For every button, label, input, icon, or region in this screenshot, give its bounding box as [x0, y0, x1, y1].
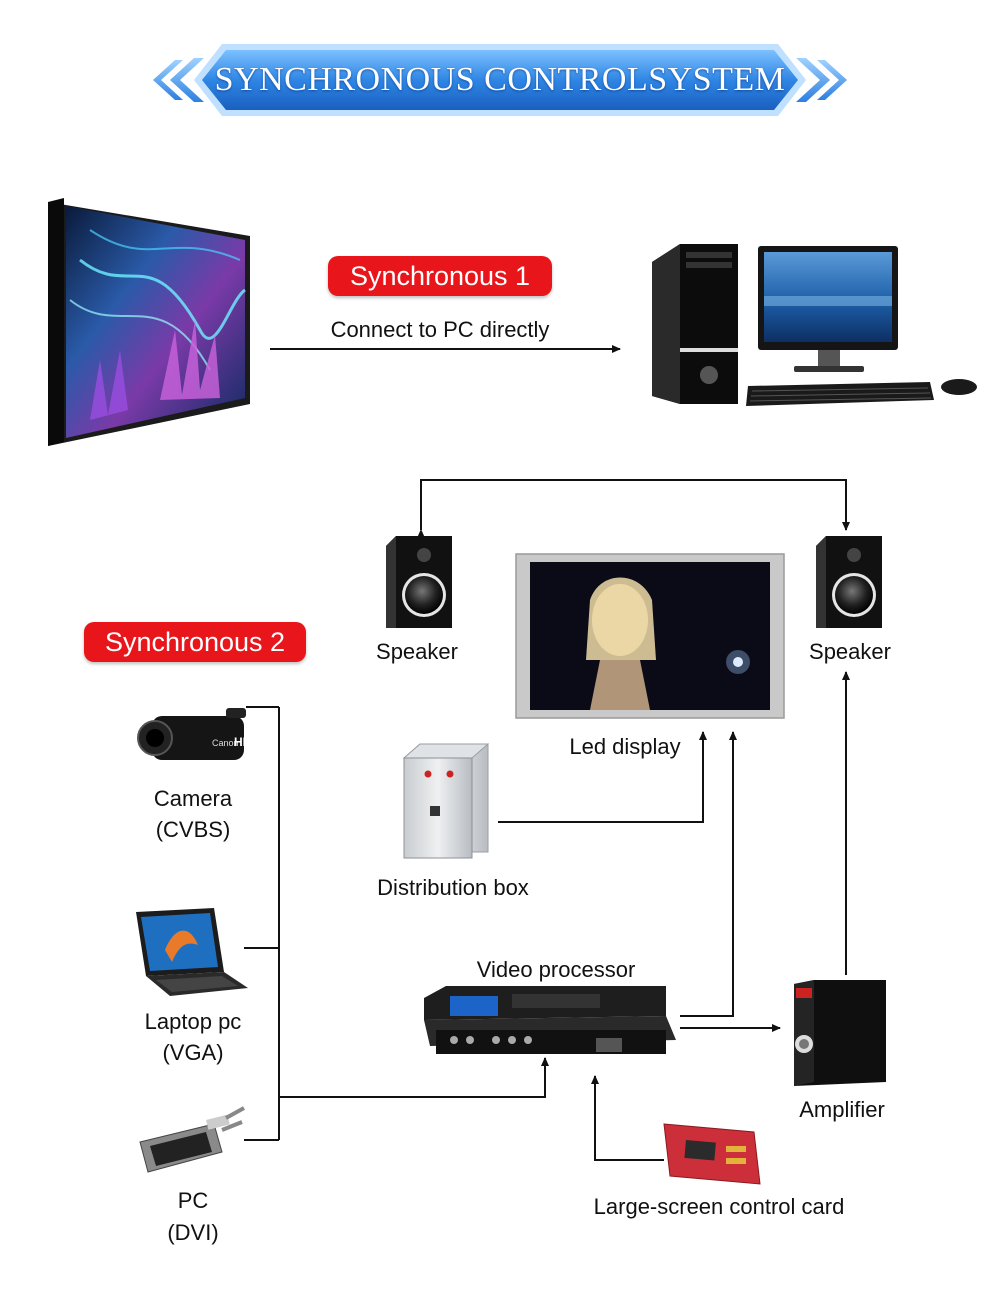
dvi-connector-device: [139, 1106, 245, 1173]
sync1-connection-label: Connect to PC directly: [330, 317, 550, 342]
banner-chevron-left-icon: [153, 60, 183, 100]
led-wall-device: [48, 198, 250, 446]
video-processor-device: [424, 986, 676, 1054]
title-banner: [153, 44, 847, 116]
box-to-display-arrow: [498, 731, 707, 823]
distribution-box-device: [402, 743, 490, 859]
speaker-right-device: [816, 536, 882, 628]
led-display-device: [515, 553, 785, 719]
speaker-feed-line: [417, 479, 850, 538]
control-card-label: Large-screen control card: [593, 1194, 845, 1219]
pc-signal-label: (DVI): [167, 1220, 219, 1245]
pc-label: PC: [177, 1188, 209, 1213]
laptop-device: [136, 908, 248, 996]
distribution-box-label: Distribution box: [377, 875, 529, 900]
control-card-device: [663, 1123, 761, 1185]
amplifier-label: Amplifier: [799, 1097, 885, 1122]
camera-hd-text: HD: [234, 735, 252, 749]
desktop-pc-device: [652, 244, 977, 406]
camera-brand-text: Canon: [212, 738, 239, 748]
camera-label: Camera: [153, 786, 233, 811]
laptop-label: Laptop pc: [144, 1009, 242, 1034]
bus-to-processor-arrow: [279, 1057, 549, 1098]
video-processor-label: Video processor: [476, 957, 636, 982]
speaker-right-label: Speaker: [809, 639, 891, 664]
speaker-left-label: Speaker: [376, 639, 458, 664]
sync2-badge: Synchronous 2: [84, 622, 306, 662]
card-to-processor-arrow: [591, 1075, 664, 1161]
camera-signal-label: (CVBS): [155, 817, 231, 842]
laptop-signal-label: (VGA): [162, 1040, 224, 1065]
connection-lines: [244, 479, 850, 1161]
processor-to-display-arrow: [680, 731, 737, 1017]
banner-title: SYNCHRONOUS CONTROLSYSTEM: [214, 61, 786, 98]
banner-chevron-right-icon: [817, 60, 847, 100]
camera-device: Canon HD: [137, 708, 252, 760]
speaker-left-device: [386, 536, 452, 628]
led-display-label: Led display: [569, 734, 681, 759]
amplifier-device: [794, 980, 886, 1086]
sync1-badge: Synchronous 1: [328, 256, 552, 296]
